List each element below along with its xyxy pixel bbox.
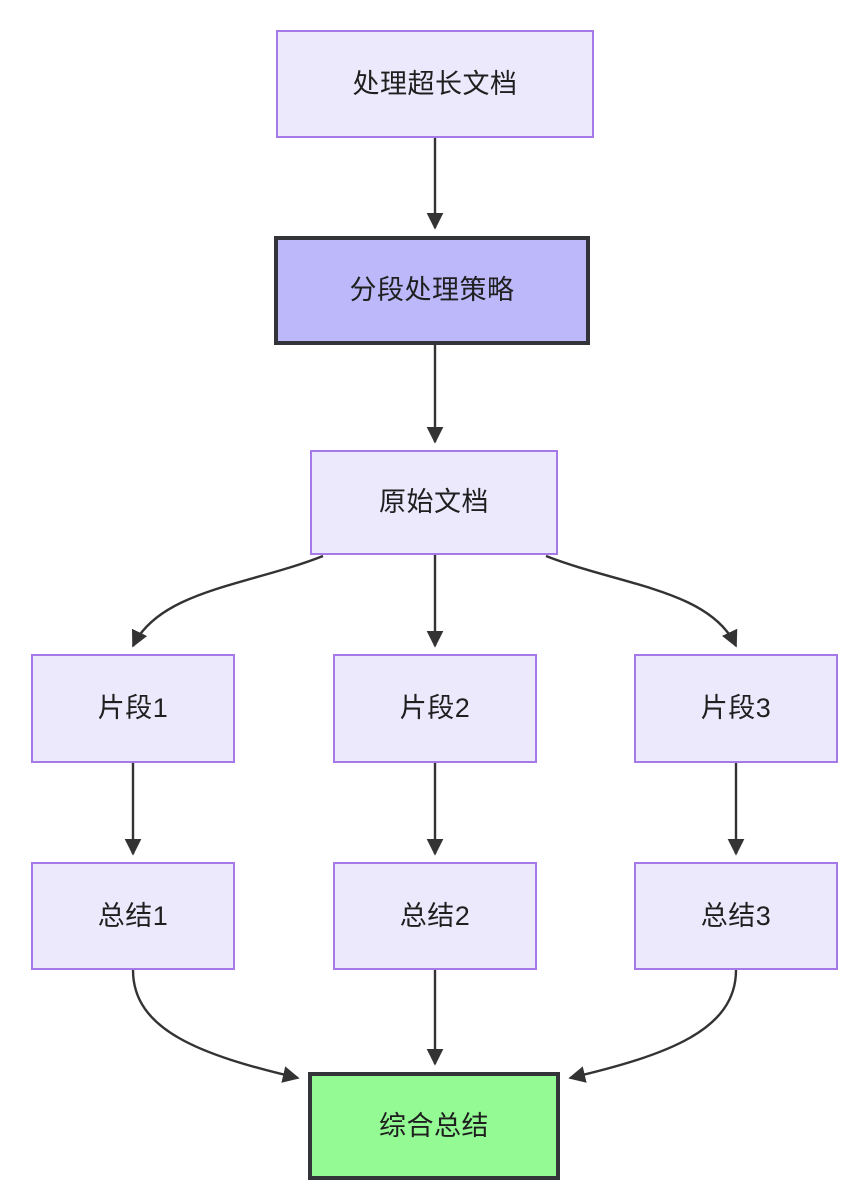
node-label: 总结3: [700, 900, 772, 931]
node-label: 总结2: [399, 900, 471, 931]
node-label: 综合总结: [379, 1110, 489, 1141]
node-process-long-document[interactable]: 处理超长文档: [276, 30, 594, 138]
node-chunk-3[interactable]: 片段3: [634, 654, 838, 763]
node-label: 片段2: [399, 693, 471, 724]
node-summary-1[interactable]: 总结1: [31, 862, 235, 970]
node-label: 片段1: [97, 693, 169, 724]
node-chunking-strategy[interactable]: 分段处理策略: [274, 236, 590, 345]
edge-source-to-chunk1: [131, 554, 324, 648]
node-label: 片段3: [700, 693, 772, 724]
node-chunk-2[interactable]: 片段2: [333, 654, 537, 763]
edge-source-to-chunk3: [545, 554, 738, 648]
node-label: 分段处理策略: [349, 275, 515, 306]
node-summary-3[interactable]: 总结3: [634, 862, 838, 970]
node-label: 原始文档: [379, 487, 489, 518]
node-source-document[interactable]: 原始文档: [310, 450, 558, 555]
node-summary-2[interactable]: 总结2: [333, 862, 537, 970]
node-label: 总结1: [97, 900, 169, 931]
edge-summary3-to-final: [568, 969, 738, 1083]
node-final-summary[interactable]: 综合总结: [308, 1072, 560, 1180]
node-label: 处理超长文档: [352, 68, 518, 99]
edge-summary1-to-final: [131, 969, 300, 1083]
node-chunk-1[interactable]: 片段1: [31, 654, 235, 763]
